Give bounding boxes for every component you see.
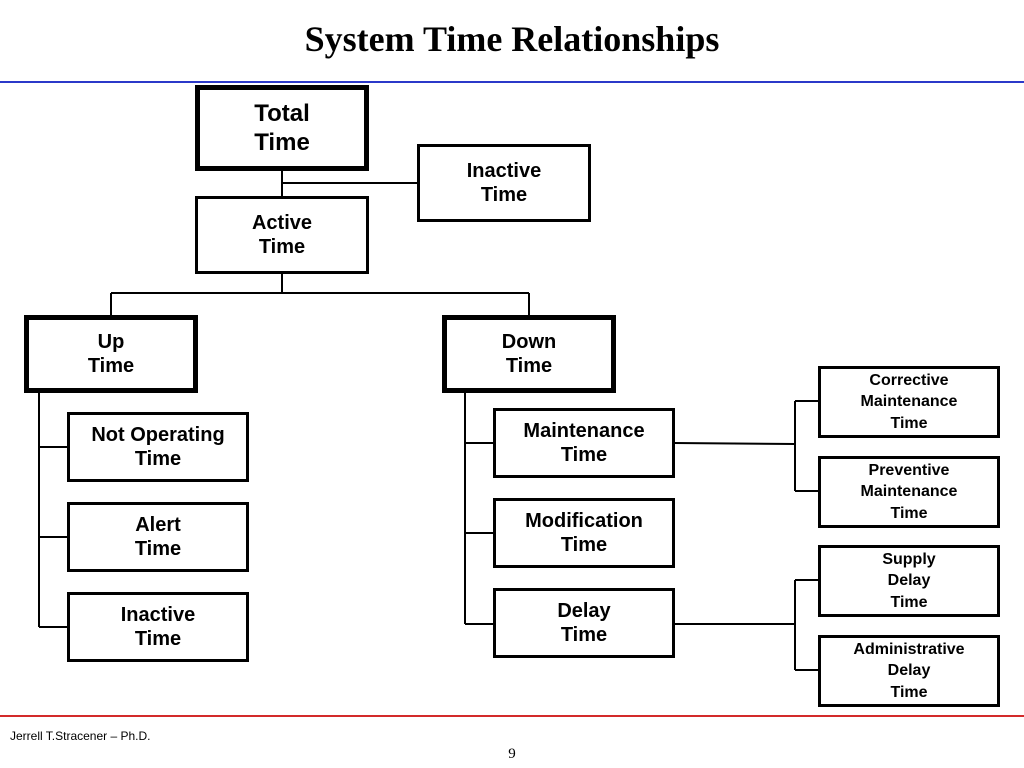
inactive-time-node: Inactive Time xyxy=(417,144,591,222)
footer-divider xyxy=(0,715,1024,717)
administrative-delay-time-node: Administrative Delay Time xyxy=(818,635,1000,707)
alert-time-label: Alert Time xyxy=(134,513,182,560)
delay-time-node: Delay Time xyxy=(493,588,675,658)
active-time-label: Active Time xyxy=(251,211,313,258)
inactive-time-label: Inactive Time xyxy=(466,159,542,206)
alert-time-node: Alert Time xyxy=(67,502,249,572)
corrective-maintenance-time-label: Corrective Maintenance Time xyxy=(860,371,958,432)
page-number: 9 xyxy=(508,746,516,762)
supply-delay-time-label: Supply Delay Time xyxy=(882,550,936,611)
down-time-label: Down Time xyxy=(501,330,557,377)
inactive-up-time-node: Inactive Time xyxy=(67,592,249,662)
active-time-node: Active Time xyxy=(195,196,369,274)
preventive-maintenance-time-node: Preventive Maintenance Time xyxy=(818,456,1000,528)
total-time-node: Total Time xyxy=(195,85,369,171)
title-divider xyxy=(0,81,1024,83)
not-operating-time-label: Not Operating Time xyxy=(91,423,225,470)
total-time-label: Total Time xyxy=(254,99,310,156)
not-operating-time-node: Not Operating Time xyxy=(67,412,249,482)
page-title: System Time Relationships xyxy=(304,19,720,59)
preventive-maintenance-time-label: Preventive Maintenance Time xyxy=(860,461,958,522)
up-time-label: Up Time xyxy=(87,330,135,377)
administrative-delay-time-label: Administrative Delay Time xyxy=(853,640,965,701)
corrective-maintenance-time-node: Corrective Maintenance Time xyxy=(818,366,1000,438)
footer-author: Jerrell T.Stracener – Ph.D. xyxy=(10,729,151,743)
delay-time-label: Delay Time xyxy=(557,599,611,646)
up-time-node: Up Time xyxy=(24,315,198,393)
maintenance-time-label: Maintenance Time xyxy=(523,419,645,466)
modification-time-node: Modification Time xyxy=(493,498,675,568)
modification-time-label: Modification Time xyxy=(525,509,643,556)
maintenance-time-node: Maintenance Time xyxy=(493,408,675,478)
down-time-node: Down Time xyxy=(442,315,616,393)
inactive-up-time-label: Inactive Time xyxy=(120,603,196,650)
supply-delay-time-node: Supply Delay Time xyxy=(818,545,1000,617)
